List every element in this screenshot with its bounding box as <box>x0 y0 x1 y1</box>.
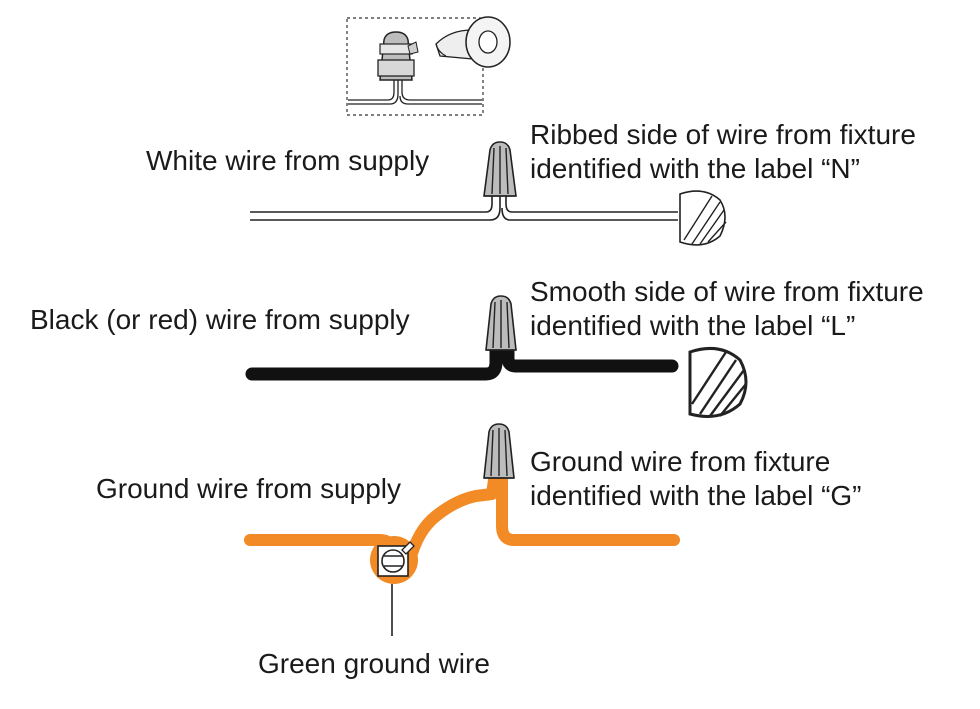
black-supply-text: Black (or red) wire from supply <box>30 304 410 335</box>
wire-nut-ground-icon <box>483 423 515 479</box>
black-fixture-label: Smooth side of wire from fixture identif… <box>530 275 924 343</box>
ground-supply-label: Ground wire from supply <box>96 472 401 506</box>
white-wire-connection <box>250 141 727 246</box>
black-fixture-line1: Smooth side of wire from fixture <box>530 276 924 307</box>
wire-nut-black-icon <box>485 295 517 351</box>
green-ground-label: Green ground wire <box>258 647 490 681</box>
wire-nut-white-icon <box>483 141 517 197</box>
green-ground-screw-icon <box>370 536 418 584</box>
ground-fixture-label: Ground wire from fixture identified with… <box>530 445 862 513</box>
white-supply-text: White wire from supply <box>146 145 430 176</box>
fixture-cap-black-icon <box>688 346 748 418</box>
white-fixture-label: Ribbed side of wire from fixture identif… <box>530 118 916 186</box>
taped-wire-nut-icon <box>377 31 419 81</box>
ground-fixture-line1: Ground wire from fixture <box>530 446 831 477</box>
electrical-tape-icon <box>435 16 511 68</box>
black-fixture-line2: identified with the label “L” <box>530 310 856 341</box>
inset-box <box>346 16 511 116</box>
white-fixture-line1: Ribbed side of wire from fixture <box>530 119 916 150</box>
ground-wire-connection <box>244 423 680 636</box>
black-supply-label: Black (or red) wire from supply <box>30 303 410 337</box>
white-supply-label: White wire from supply <box>146 144 429 178</box>
black-wire-connection <box>245 295 748 418</box>
green-ground-text: Green ground wire <box>258 648 490 679</box>
ground-fixture-line2: identified with the label “G” <box>530 480 862 511</box>
ground-supply-text: Ground wire from supply <box>96 473 402 504</box>
fixture-cap-white-icon <box>679 190 727 246</box>
white-fixture-line2: identified with the label “N” <box>530 153 860 184</box>
